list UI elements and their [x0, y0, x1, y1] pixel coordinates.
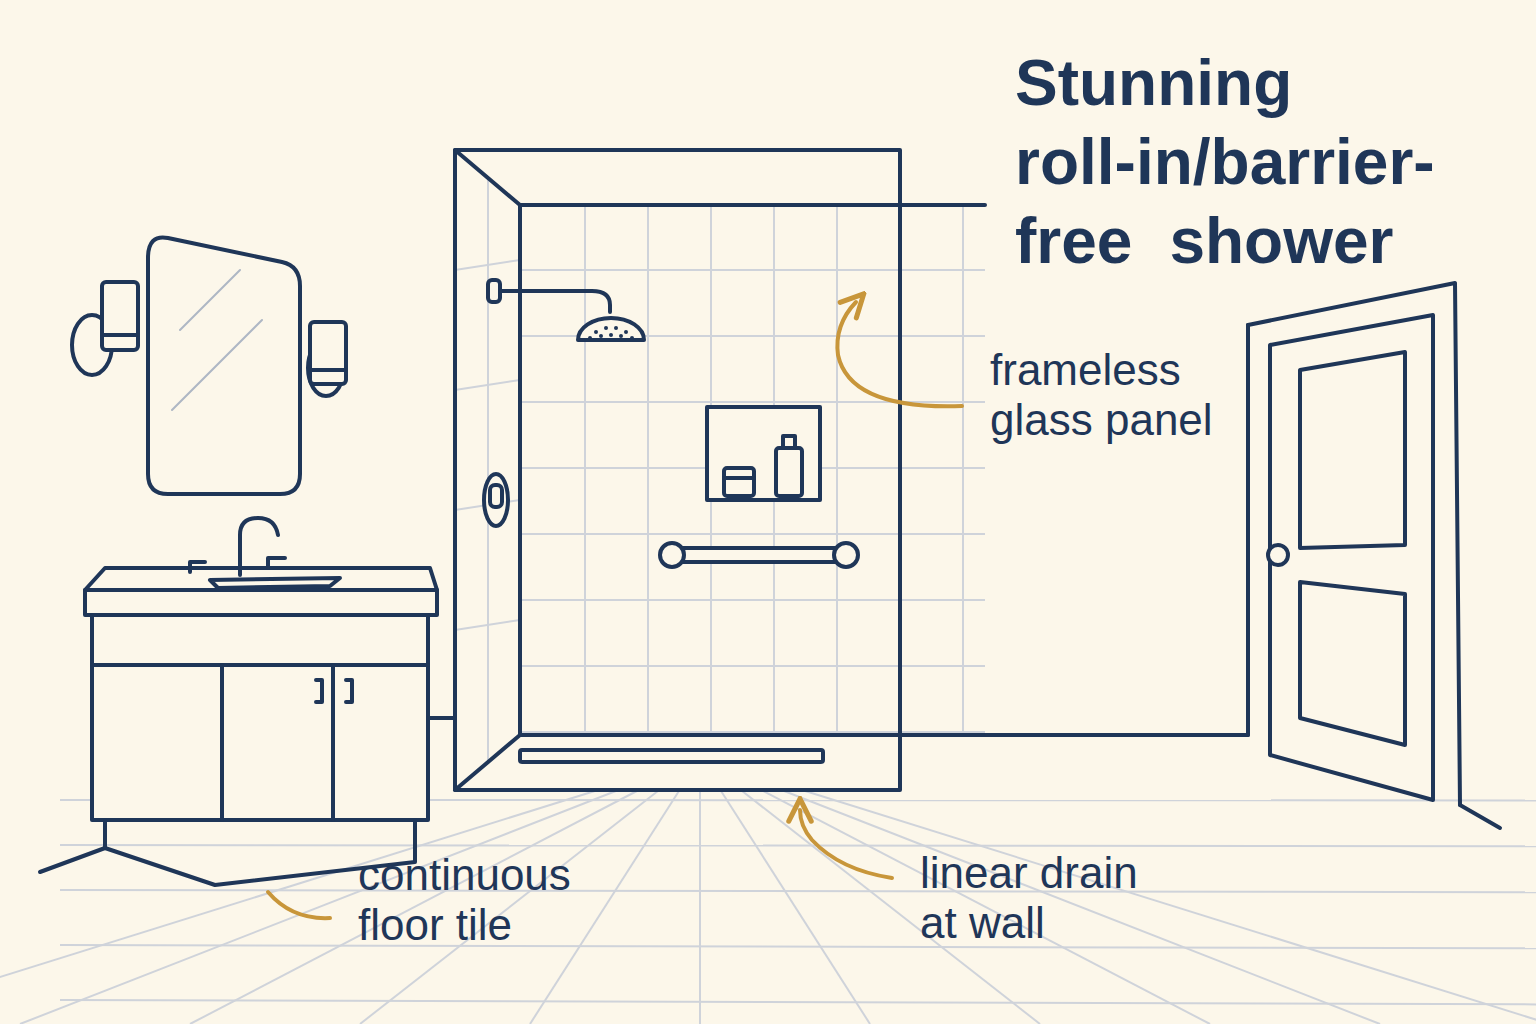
callout-label: linear drain at wall [920, 848, 1153, 948]
callout-label: frameless glass panel [990, 345, 1223, 445]
door [1248, 283, 1460, 805]
shower-head [488, 280, 644, 340]
tile-grid [0, 178, 1536, 1024]
shower-valve [484, 474, 508, 526]
grab-bar [660, 543, 858, 567]
linear-drain [520, 750, 823, 762]
callout-leaders [268, 302, 962, 918]
wall-sconce [308, 322, 346, 396]
mirror [148, 237, 300, 494]
diagram-title: Stunning roll-in/barrier-free shower [1015, 44, 1444, 281]
callout-label: continuous floor tile [358, 850, 582, 950]
title-leader [520, 203, 985, 207]
mirror-glare [172, 270, 262, 410]
shower-niche [707, 407, 820, 500]
vanity [40, 518, 455, 885]
wall-sconce [72, 282, 138, 375]
